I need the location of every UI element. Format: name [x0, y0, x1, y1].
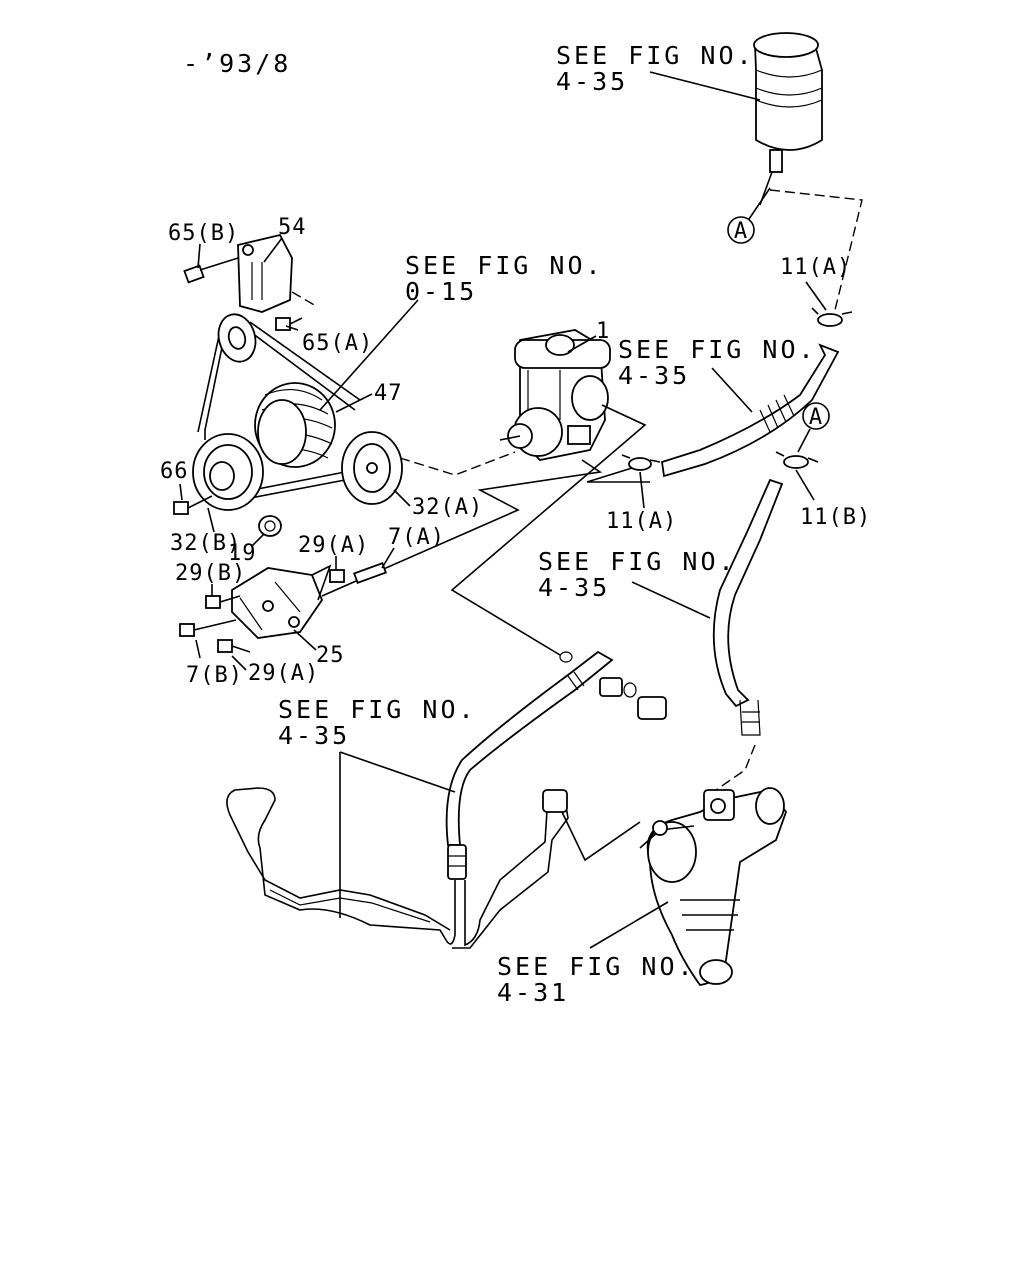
leader-callout-a-top — [748, 187, 771, 220]
steel-line-a — [226, 787, 456, 945]
part-label-29b: 29(B) — [175, 561, 246, 586]
part-label-32a: 32(A) — [412, 495, 483, 520]
pressure-fitting — [559, 651, 667, 720]
bolt-65a — [275, 317, 303, 331]
see-fig-reservoir-number: 4-35 — [556, 67, 628, 96]
part-label-47: 47 — [374, 381, 403, 406]
part-label-54: 54 — [278, 215, 307, 240]
hose-clamp-11b — [775, 451, 819, 469]
pump-bracket-upper — [237, 233, 317, 313]
part-label-11b: 11(B) — [800, 505, 871, 530]
power-steering-pump-1 — [499, 329, 611, 461]
reservoir-tank — [753, 32, 823, 206]
bolt-66 — [173, 495, 213, 515]
route-reservoir-to-hose — [769, 189, 863, 311]
see-fig-pipe-number: 4-35 — [278, 721, 350, 750]
part-label-32b: 32(B) — [170, 531, 241, 556]
part-label-7b: 7(B) — [186, 663, 243, 688]
pulley-32a — [341, 431, 403, 505]
drive-belt-left — [204, 317, 229, 440]
pump-bracket-lower-25 — [231, 564, 332, 639]
part-label-29a-bottom: 29(A) — [248, 661, 319, 686]
part-label-66: 66 — [160, 459, 189, 484]
line-fitting — [542, 789, 568, 813]
leader-reservoir — [649, 71, 761, 101]
pulley-32b — [192, 433, 264, 511]
return-hose — [712, 478, 784, 708]
suction-hose — [661, 343, 840, 478]
bolt-65b — [183, 257, 239, 284]
callout-a-right: A — [809, 405, 823, 430]
see-fig-hose-return-number: 4-35 — [538, 573, 610, 602]
part-label-65b: 65(B) — [168, 221, 239, 246]
part-label-19: 19 — [228, 541, 257, 566]
pressure-hose — [445, 650, 614, 846]
crank-pulley-47 — [254, 382, 336, 468]
pressure-hose-ferrule — [447, 844, 467, 880]
see-fig-gearbox-number: 4-31 — [497, 978, 569, 1007]
part-label-7a: 7(A) — [388, 525, 445, 550]
steering-gearbox — [639, 787, 788, 986]
see-fig-belt-label: SEE FIG NO. — [405, 251, 604, 280]
see-fig-pipe-label: SEE FIG NO. — [278, 695, 477, 724]
date-code: -’93/8 — [183, 49, 291, 78]
hose-clamp-11a-middle — [621, 454, 661, 471]
bolt-7b — [179, 619, 237, 659]
part-label-25: 25 — [316, 643, 345, 668]
bolt-29a-top — [329, 556, 345, 583]
nut-19 — [258, 515, 282, 537]
drive-belt-top — [247, 321, 361, 411]
callout-circle-a-right — [802, 402, 830, 430]
see-fig-hose-return-label: SEE FIG NO. — [538, 547, 737, 576]
bolt-29a-bottom — [217, 639, 251, 653]
hose-clamp-11a-top — [811, 307, 853, 327]
idler-pulley — [217, 313, 257, 363]
part-label-29a-top: 29(A) — [298, 533, 369, 558]
part-label-1: 1 — [596, 319, 610, 344]
bolt-29b — [205, 584, 241, 609]
part-label-11a-middle: 11(A) — [606, 509, 677, 534]
part-label-65a: 65(A) — [302, 331, 373, 356]
part-label-11a-top: 11(A) — [780, 255, 851, 280]
see-fig-hose-upper-number: 4-35 — [618, 361, 690, 390]
callout-a-top: A — [734, 219, 748, 244]
see-fig-reservoir-label: SEE FIG NO. — [556, 41, 755, 70]
see-fig-hose-upper-label: SEE FIG NO. — [618, 335, 817, 364]
see-fig-gearbox-label: SEE FIG NO. — [497, 952, 696, 981]
steel-line-b — [452, 793, 569, 949]
callout-circle-a-top — [727, 216, 755, 244]
bolt-7a — [353, 547, 395, 584]
